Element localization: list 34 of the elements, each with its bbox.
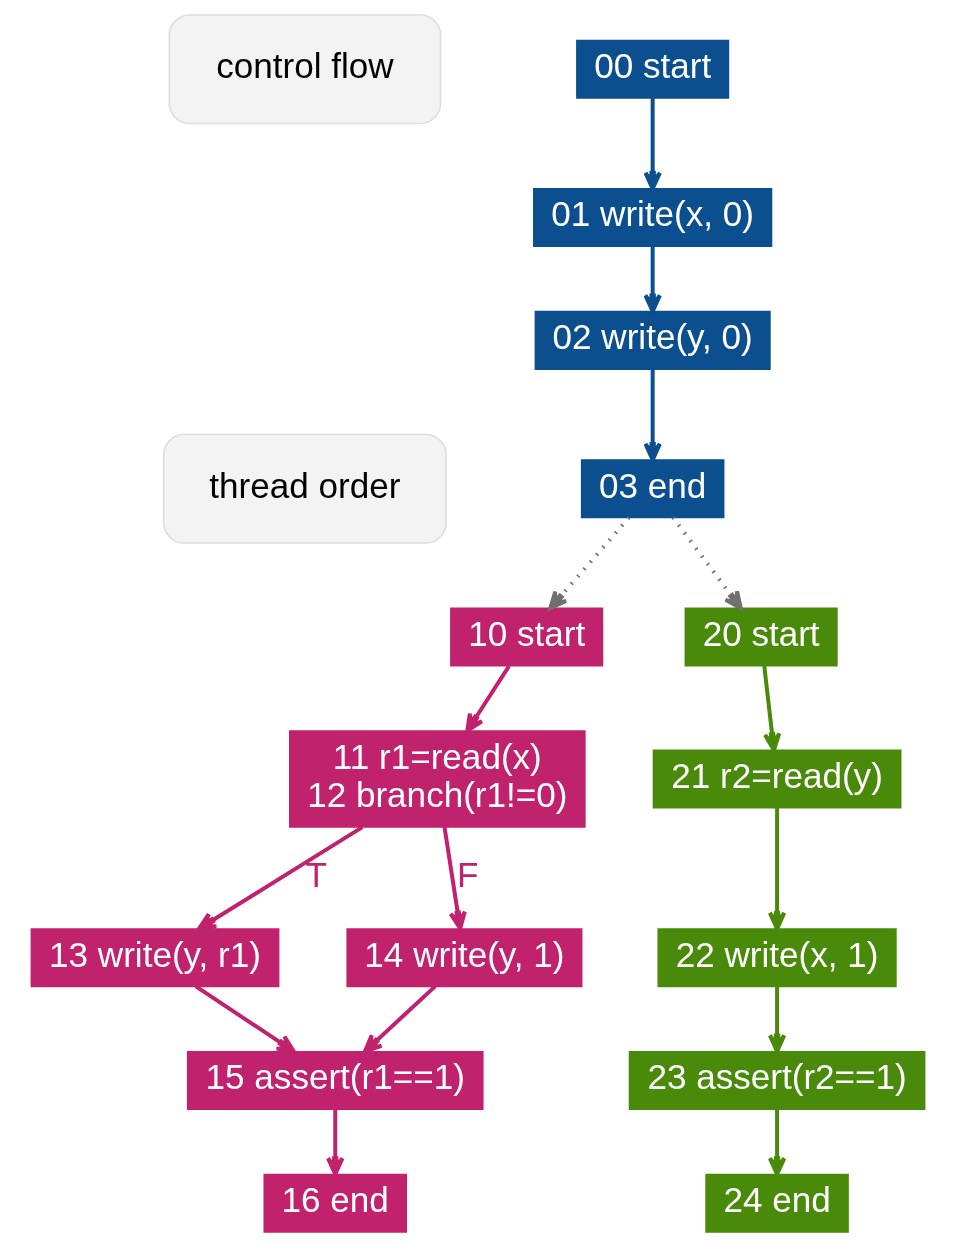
arrow	[362, 984, 436, 1054]
arrow	[464, 665, 511, 733]
edge-label: T	[304, 854, 327, 894]
arrow	[767, 986, 786, 1054]
arrow	[442, 826, 467, 931]
arrow	[767, 808, 786, 931]
node-box: 20 start	[684, 607, 838, 667]
edge-label: F	[456, 854, 478, 894]
node-box: control flow	[168, 14, 441, 125]
node-box: 15 assert(r1==1)	[186, 1051, 484, 1110]
arrow	[196, 825, 363, 931]
node-box: 23 assert(r2==1)	[628, 1051, 925, 1110]
node-box: 24 end	[704, 1173, 849, 1233]
node-box: 01 write(x, 0)	[532, 188, 772, 248]
node-box: 13 write(y, r1)	[30, 928, 279, 988]
node-box: 02 write(y, 0)	[534, 310, 771, 370]
arrow	[670, 516, 743, 611]
node-box: 11 r1=read(x) 12 branch(r1!=0)	[288, 730, 586, 828]
arrow	[194, 984, 296, 1054]
arrow	[643, 98, 662, 191]
arrow	[643, 246, 662, 314]
arrow	[547, 516, 630, 611]
node-box: 00 start	[575, 39, 729, 99]
node-box: 16 end	[262, 1173, 407, 1233]
node-box: 14 write(y, 1)	[345, 928, 582, 988]
arrow	[767, 1109, 786, 1177]
node-box: 10 start	[449, 607, 603, 667]
node-box: 21 r2=read(y)	[652, 749, 901, 809]
arrow	[325, 1109, 344, 1177]
node-box: 03 end	[580, 459, 724, 519]
node-box: thread order	[162, 433, 447, 544]
arrow	[643, 369, 662, 462]
node-box: 22 write(x, 1)	[656, 928, 897, 988]
arrow	[761, 665, 781, 753]
